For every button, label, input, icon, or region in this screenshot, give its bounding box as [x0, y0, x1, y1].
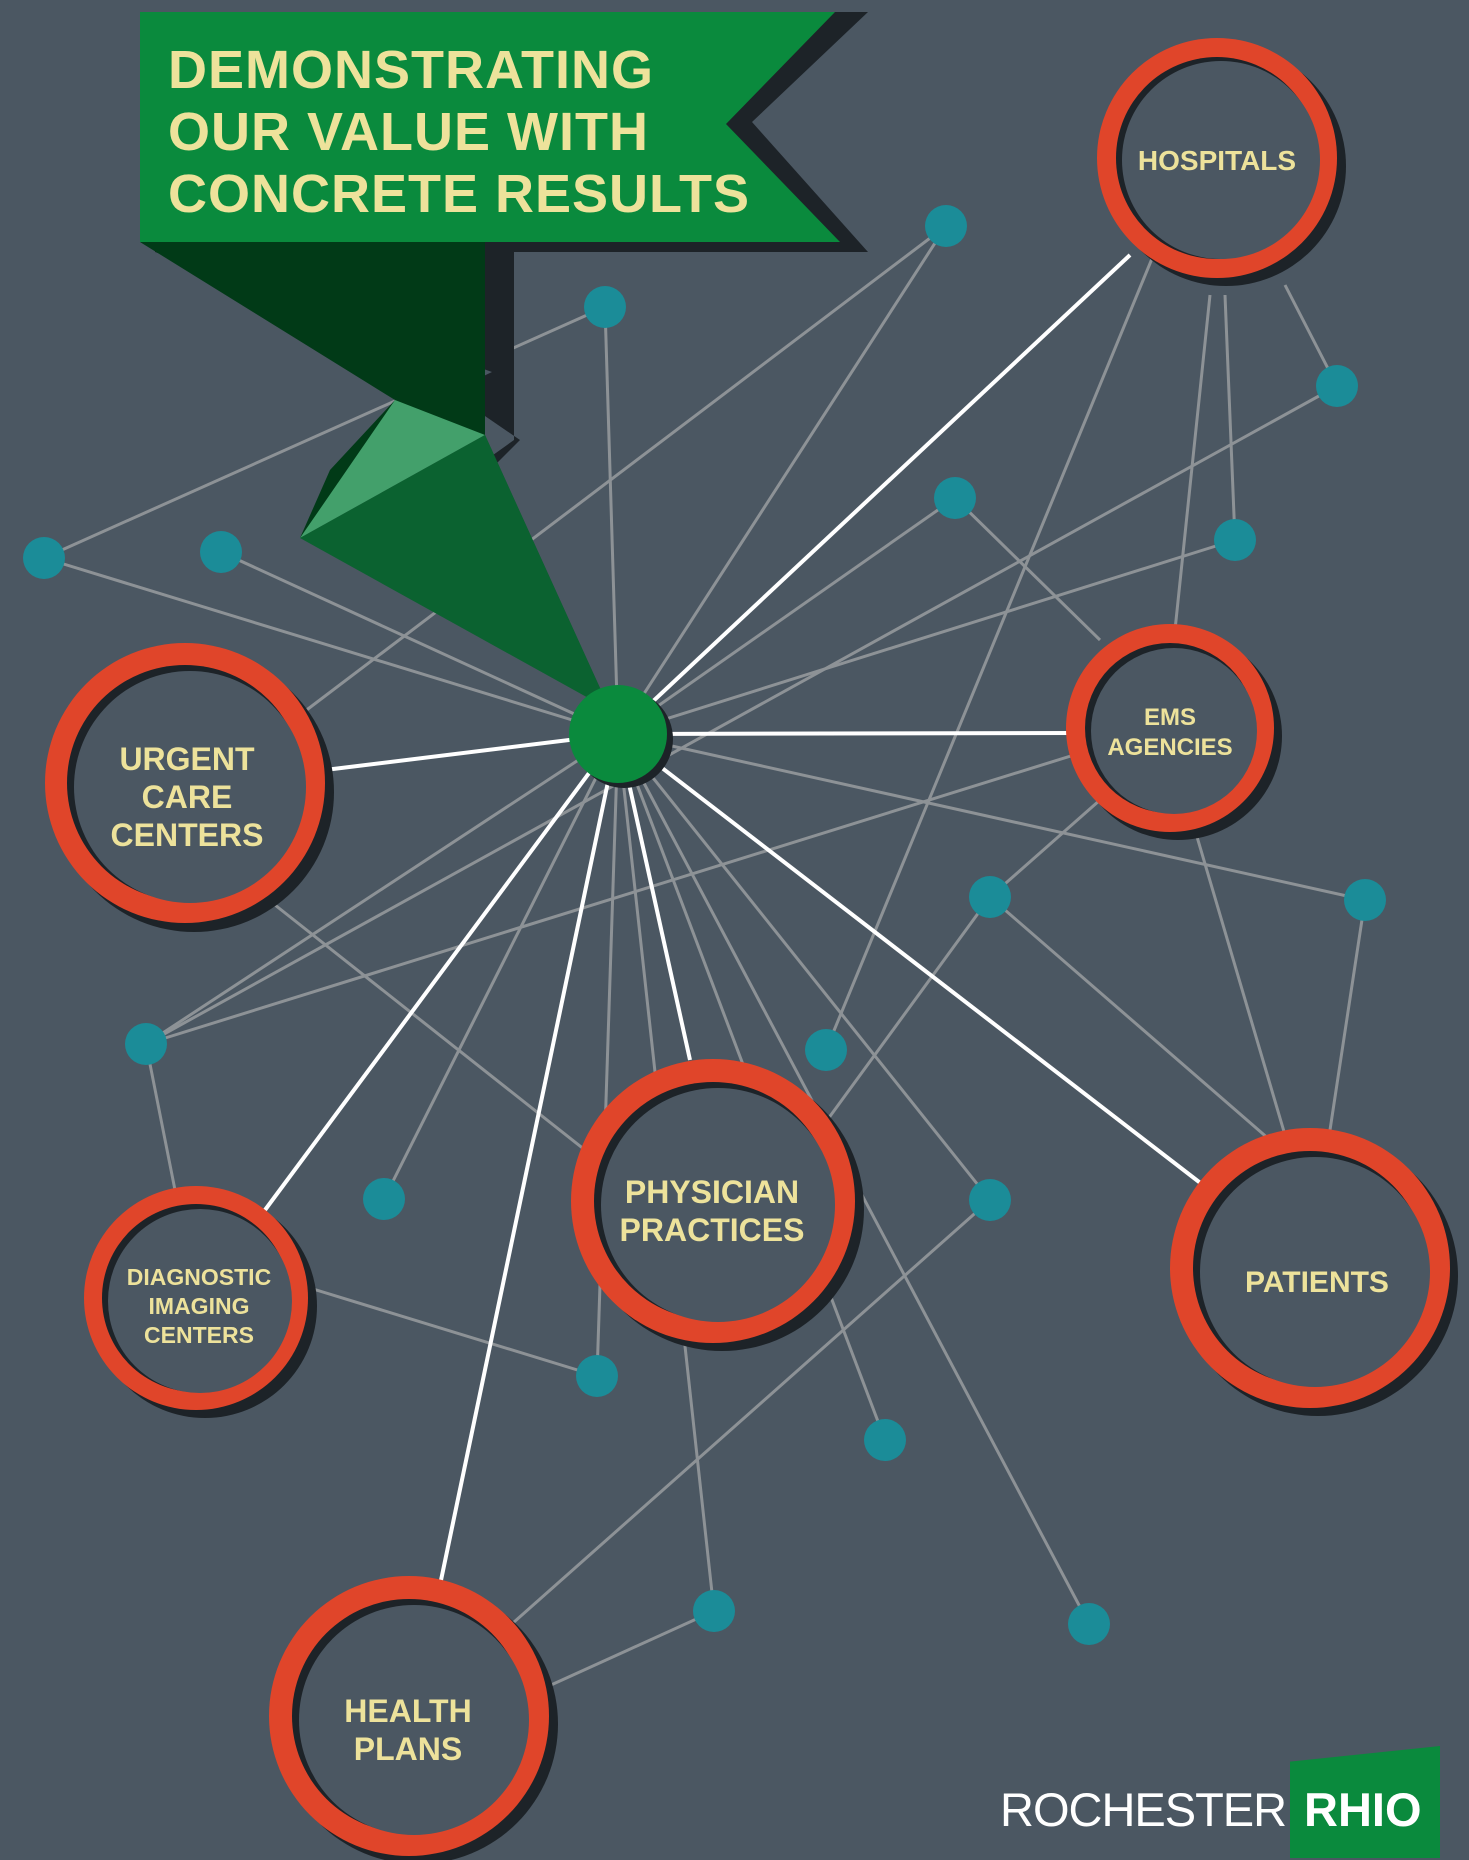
node-physician: PHYSICIAN PRACTICES: [571, 1059, 864, 1351]
gray-connector-30: [299, 1283, 598, 1378]
diagnostic-label-1: DIAGNOSTIC: [127, 1264, 271, 1290]
gray-connector-1: [43, 556, 619, 736]
white-spoke-lines: [263, 253, 1205, 1586]
teal-dots: [23, 205, 1386, 1645]
gray-connector-27: [1193, 829, 1287, 1136]
teal-dot-4: [1214, 519, 1256, 561]
white-spoke-5: [616, 733, 692, 1061]
gray-connector-12: [617, 732, 1366, 902]
gray-connector-18: [144, 1043, 177, 1191]
gray-connector-4: [616, 225, 948, 735]
gray-connector-13: [145, 732, 619, 1046]
gray-connector-10: [616, 733, 992, 1201]
gray-connector-32: [539, 1609, 715, 1692]
logo-rochester-text: ROCHESTER: [1000, 1783, 1287, 1836]
urgent-care-label-1: URGENT: [119, 741, 255, 777]
banner-line-2: OUR VALUE WITH: [168, 102, 649, 162]
patients-label: PATIENTS: [1245, 1266, 1389, 1299]
gray-connector-lines: [43, 209, 1367, 1692]
gray-connector-25: [818, 896, 992, 1131]
white-spoke-2: [324, 732, 619, 772]
teal-dot-5: [23, 537, 65, 579]
teal-dot-6: [200, 531, 242, 573]
teal-dot-9: [125, 1023, 167, 1065]
teal-dot-3: [934, 477, 976, 519]
teal-dot-11: [363, 1178, 405, 1220]
white-spoke-6: [616, 732, 1205, 1187]
central-hub: [569, 685, 673, 788]
white-spoke-1: [617, 731, 1076, 736]
rochester-rhio-logo: ROCHESTER RHIO: [1000, 1746, 1460, 1858]
teal-dot-1: [584, 286, 626, 328]
ems-label-2: AGENCIES: [1107, 734, 1232, 761]
teal-dot-8: [1344, 879, 1386, 921]
gray-connector-22: [1223, 294, 1237, 541]
urgent-care-label-2: CARE: [142, 779, 233, 815]
ems-label-1: EMS: [1144, 704, 1196, 731]
teal-dot-12: [969, 1179, 1011, 1221]
gray-connector-0: [220, 550, 619, 736]
health-plans-label-2: PLANS: [354, 1731, 462, 1767]
health-plans-label-1: HEALTH: [344, 1693, 471, 1729]
physician-label-1: PHYSICIAN: [625, 1174, 799, 1210]
white-spoke-4: [438, 733, 620, 1586]
gray-connector-20: [824, 209, 1174, 1051]
gray-connector-29: [274, 903, 586, 1152]
logo-rhio-text: RHIO: [1304, 1783, 1422, 1836]
banner-line-3: CONCRETE RESULTS: [168, 164, 750, 224]
logo-rhio-box: RHIO: [1290, 1746, 1440, 1858]
node-ems: EMS AGENCIES: [1066, 624, 1282, 840]
banner-line-1: DEMONSTRATING: [168, 40, 654, 100]
gray-connector-31: [504, 1198, 991, 1632]
teal-dot-10: [805, 1029, 847, 1071]
node-diagnostic: DIAGNOSTIC IMAGING CENTERS: [84, 1186, 317, 1418]
node-hospitals: HOSPITALS: [1097, 38, 1346, 286]
urgent-care-label-3: CENTERS: [111, 817, 264, 853]
physician-label-2: PRACTICES: [620, 1212, 805, 1248]
gray-connector-3: [617, 538, 1236, 736]
teal-dot-0: [925, 205, 967, 247]
gray-connector-21: [1173, 294, 1212, 631]
banner-flag: DEMONSTRATING OUR VALUE WITH CONCRETE RE…: [140, 12, 868, 710]
gray-connector-24: [989, 798, 1101, 899]
node-urgent-care: URGENT CARE CENTERS: [45, 643, 334, 932]
node-health-plans: HEALTH PLANS: [269, 1576, 558, 1860]
gray-connector-15: [299, 224, 947, 717]
gray-connector-5: [603, 306, 620, 735]
gray-connector-19: [953, 496, 1102, 642]
white-spoke-3: [263, 732, 620, 1212]
gray-connector-26: [989, 895, 1271, 1142]
teal-dot-2: [1316, 365, 1358, 407]
gray-connector-28: [1328, 899, 1367, 1131]
teal-dot-15: [693, 1590, 735, 1632]
gray-connector-6: [382, 733, 620, 1200]
teal-dot-14: [864, 1419, 906, 1461]
diagnostic-label-2: IMAGING: [149, 1293, 250, 1319]
gray-connector-16: [145, 384, 1338, 1046]
gray-connector-17: [145, 748, 1091, 1046]
teal-dot-13: [576, 1355, 618, 1397]
hospitals-label: HOSPITALS: [1138, 145, 1296, 176]
white-spoke-0: [616, 253, 1132, 736]
teal-dot-7: [969, 876, 1011, 918]
diagnostic-label-3: CENTERS: [144, 1322, 254, 1348]
gray-connector-2: [617, 496, 956, 736]
teal-dot-16: [1068, 1603, 1110, 1645]
node-patients: PATIENTS: [1170, 1128, 1458, 1416]
